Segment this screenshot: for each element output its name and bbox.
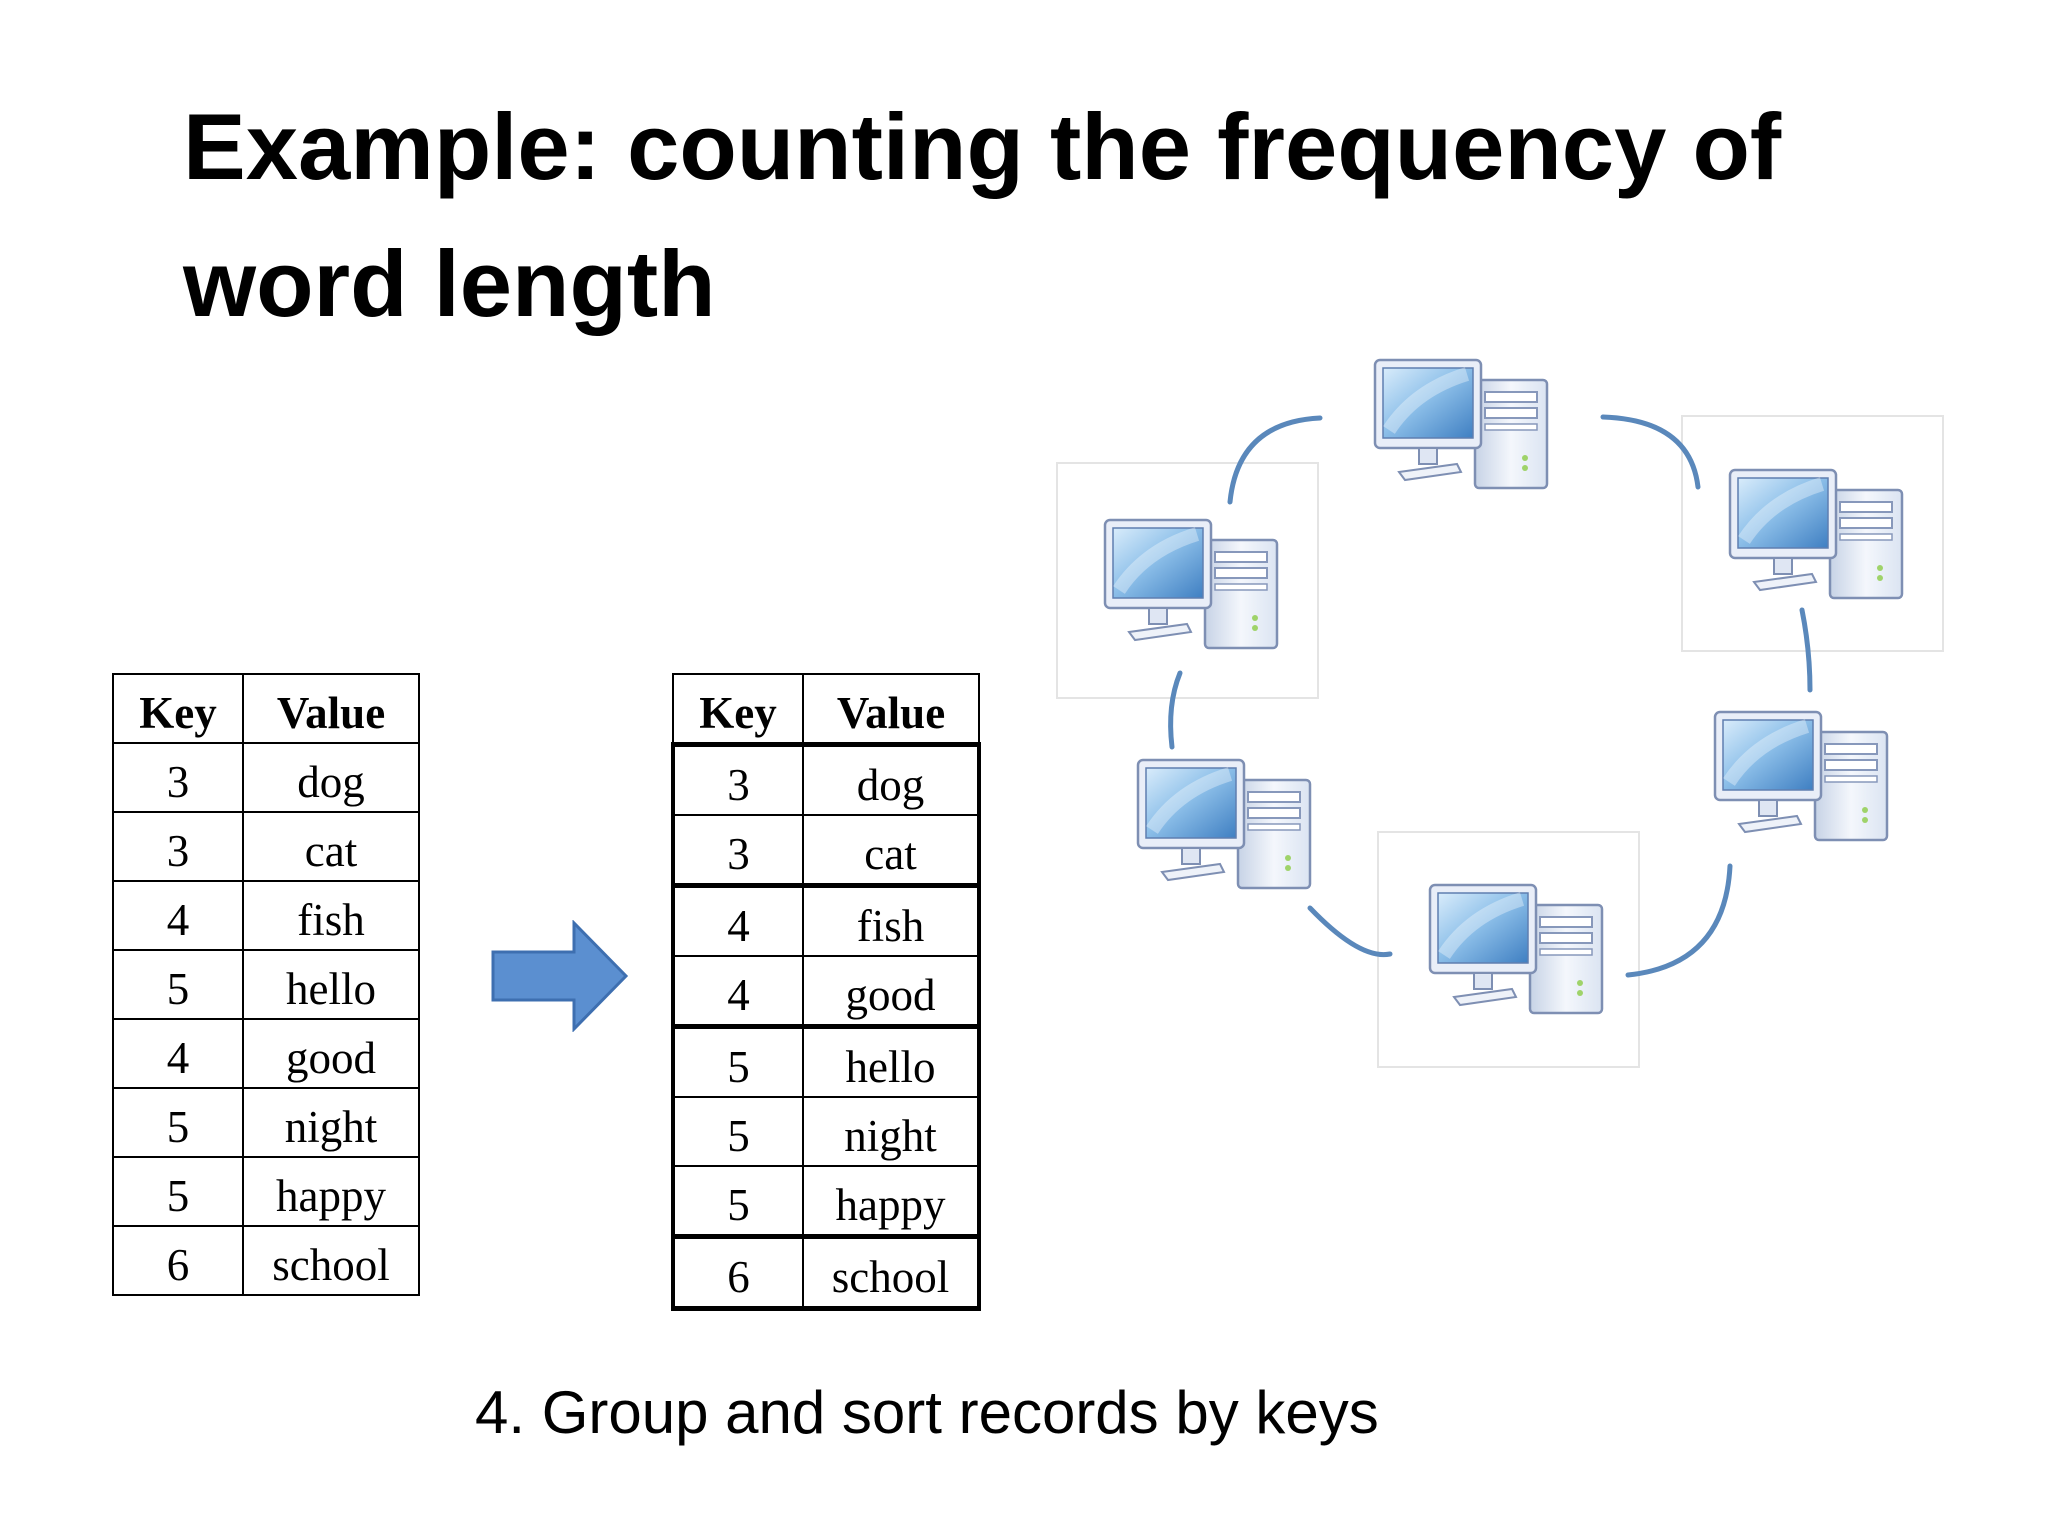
table-header-value: Value	[242, 673, 420, 744]
key-cell: 3	[112, 742, 244, 813]
key-cell: 5	[112, 949, 244, 1020]
value-cell: school	[802, 1234, 981, 1311]
table-header-key: Key	[112, 673, 244, 744]
value-cell: happy	[242, 1156, 420, 1227]
value-cell: hello	[802, 1024, 981, 1098]
computer-icon	[1715, 712, 1887, 840]
value-cell: school	[242, 1225, 420, 1296]
key-cell: 5	[671, 1096, 804, 1167]
computer-icon	[1375, 360, 1547, 488]
value-cell: cat	[802, 814, 981, 887]
value-cell: night	[242, 1087, 420, 1158]
connector-arc	[1799, 607, 1813, 693]
value-cell: happy	[802, 1165, 981, 1238]
connector-arc	[1168, 670, 1183, 750]
arrow-shape	[491, 920, 629, 1032]
key-cell: 5	[671, 1165, 804, 1238]
value-cell: dog	[802, 742, 981, 816]
value-cell: dog	[242, 742, 420, 813]
connector-arc	[1307, 905, 1393, 958]
right-arrow-icon	[491, 920, 629, 1032]
key-cell: 6	[112, 1225, 244, 1296]
value-cell: fish	[802, 883, 981, 957]
value-cell: hello	[242, 949, 420, 1020]
table-header-value: Value	[802, 673, 980, 746]
key-cell: 4	[112, 880, 244, 951]
key-cell: 5	[671, 1024, 804, 1098]
connector-arc	[1600, 414, 1701, 490]
value-cell: good	[802, 955, 981, 1028]
connector-arc	[1625, 863, 1733, 978]
key-cell: 6	[671, 1234, 804, 1311]
table-header-key: Key	[672, 673, 804, 746]
value-cell: cat	[242, 811, 420, 882]
key-cell: 4	[112, 1018, 244, 1089]
value-cell: fish	[242, 880, 420, 951]
key-cell: 3	[112, 811, 244, 882]
step-caption: 4. Group and sort records by keys	[475, 1379, 1379, 1446]
value-cell: night	[802, 1096, 981, 1167]
slide-title: Example: counting the frequency of word …	[183, 94, 1782, 336]
key-cell: 5	[112, 1156, 244, 1227]
computer-cluster-diagram	[1056, 350, 1944, 1068]
computer-icon	[1138, 760, 1310, 888]
key-cell: 4	[671, 883, 804, 957]
value-cell: good	[242, 1018, 420, 1089]
key-cell: 5	[112, 1087, 244, 1158]
connector-arc	[1227, 415, 1323, 505]
key-cell: 3	[671, 814, 804, 887]
key-cell: 4	[671, 955, 804, 1028]
key-cell: 3	[671, 742, 804, 816]
